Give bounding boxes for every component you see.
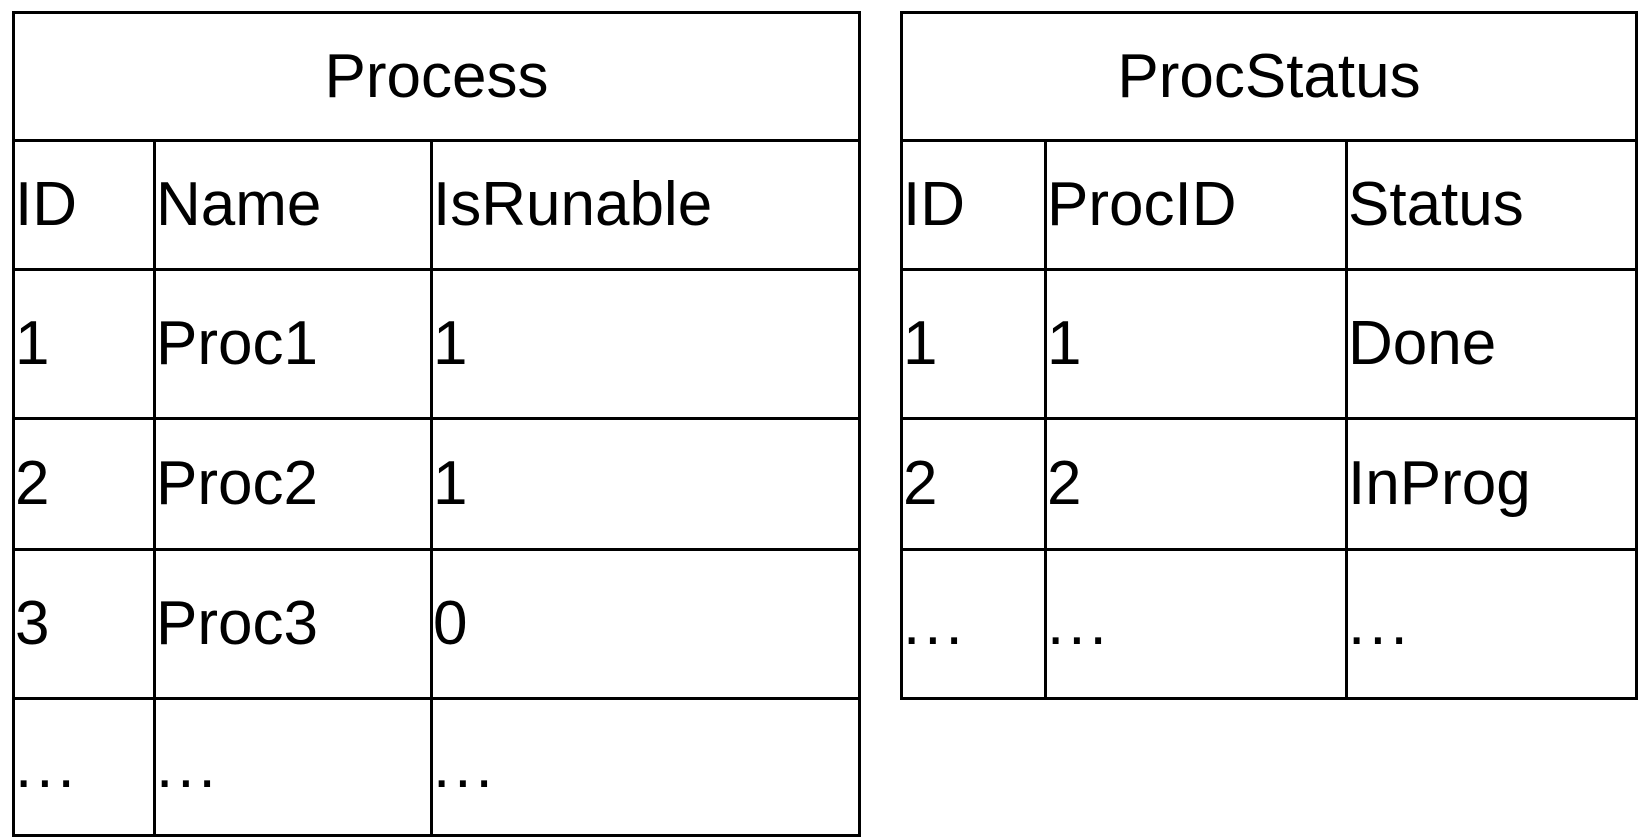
- table-procstatus-col-header-status: Status: [1344, 139, 1639, 271]
- table-process-cell-name: Proc1: [153, 268, 433, 420]
- table-row: 2 Proc2 1: [12, 417, 861, 551]
- table-process-title: Process: [12, 11, 861, 142]
- table-procstatus-cell-ellipsis-id: ...: [900, 548, 1047, 700]
- table-procstatus-header-row: ID ProcID Status: [900, 139, 1639, 271]
- table-process-cell-ellipsis-id: ...: [12, 697, 156, 837]
- table-procstatus: ProcStatus ID ProcID Status 1 1 Done 2 2…: [899, 11, 1639, 700]
- table-process-cell-isrunable: 1: [430, 268, 861, 420]
- table-process: Process ID Name IsRunable 1 Proc1 1 2 Pr…: [12, 11, 861, 837]
- table-process-header-row: ID Name IsRunable: [12, 139, 861, 271]
- table-process-cell-id: 1: [12, 268, 156, 420]
- table-procstatus-cell-status: InProg: [1344, 417, 1639, 551]
- table-process-cell-name: Proc3: [153, 548, 433, 700]
- table-procstatus-cell-procid: 1: [1044, 268, 1348, 420]
- table-row: 1 Proc1 1: [12, 268, 861, 420]
- table-procstatus-cell-id: 1: [900, 268, 1047, 420]
- table-process-col-header-id: ID: [12, 139, 156, 271]
- table-row: 2 2 InProg: [900, 417, 1639, 551]
- table-row-ellipsis: ... ... ...: [12, 697, 861, 837]
- table-row: 1 1 Done: [900, 268, 1639, 420]
- table-procstatus-title-row: ProcStatus: [899, 11, 1639, 142]
- table-process-cell-isrunable: 1: [430, 417, 861, 551]
- table-procstatus-col-header-id: ID: [900, 139, 1047, 271]
- table-process-cell-id: 2: [12, 417, 156, 551]
- table-process-cell-name: Proc2: [153, 417, 433, 551]
- table-row-ellipsis: ... ... ...: [900, 548, 1639, 700]
- table-procstatus-col-header-procid: ProcID: [1044, 139, 1348, 271]
- table-process-cell-id: 3: [12, 548, 156, 700]
- table-procstatus-cell-status: Done: [1344, 268, 1639, 420]
- table-process-col-header-name: Name: [153, 139, 433, 271]
- table-procstatus-cell-ellipsis-procid: ...: [1044, 548, 1348, 700]
- table-process-cell-ellipsis-isrunable: ...: [430, 697, 861, 837]
- table-procstatus-cell-ellipsis-status: ...: [1344, 548, 1639, 700]
- table-process-title-row: Process: [12, 11, 861, 142]
- table-process-cell-ellipsis-name: ...: [153, 697, 433, 837]
- table-procstatus-cell-procid: 2: [1044, 417, 1348, 551]
- table-process-cell-isrunable: 0: [430, 548, 861, 700]
- table-row: 3 Proc3 0: [12, 548, 861, 700]
- table-procstatus-title: ProcStatus: [899, 11, 1639, 142]
- table-procstatus-cell-id: 2: [900, 417, 1047, 551]
- table-process-col-header-isrunable: IsRunable: [430, 139, 861, 271]
